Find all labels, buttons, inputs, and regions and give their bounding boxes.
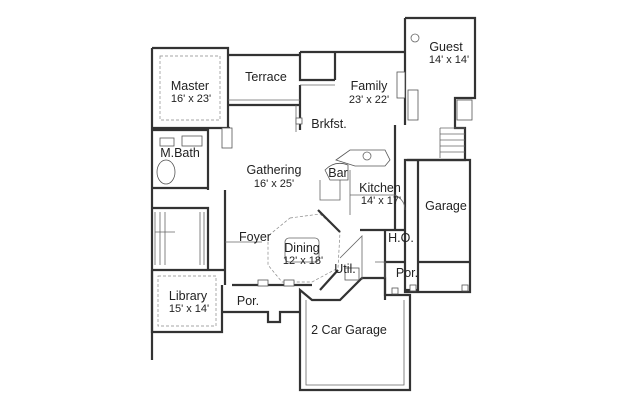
- kitchen-label: Kitchen: [359, 181, 401, 195]
- por-right-label: Por.: [396, 266, 418, 280]
- family-label: Family: [351, 79, 389, 93]
- exterior-walls: [150, 16, 477, 392]
- interior-details: [154, 33, 473, 386]
- por-left-label: Por.: [237, 294, 259, 308]
- kitchen-dims: 14' x 17': [361, 195, 401, 207]
- util-label: Util.: [334, 262, 356, 276]
- library-dims: 15' x 14': [169, 303, 209, 315]
- dining-label: Dining: [284, 241, 319, 255]
- gathering-dims: 16' x 25': [254, 178, 294, 190]
- room-labels: Guest 14' x 14' Master 16' x 23' Terrace…: [160, 40, 469, 337]
- master-label: Master: [171, 79, 209, 93]
- garage-label: Garage: [425, 199, 467, 213]
- family-dims: 23' x 22': [349, 94, 389, 106]
- brkfst-label: Brkfst.: [311, 117, 346, 131]
- bar-label: Bar: [328, 166, 347, 180]
- guest-label: Guest: [429, 40, 463, 54]
- library-label: Library: [169, 289, 208, 303]
- foyer-label: Foyer: [239, 230, 271, 244]
- terrace-label: Terrace: [245, 70, 287, 84]
- guest-dims: 14' x 14': [429, 54, 469, 66]
- master-dims: 16' x 23': [171, 93, 211, 105]
- car-garage-label: 2 Car Garage: [311, 323, 387, 337]
- mbath-label: M.Bath: [160, 146, 200, 160]
- gathering-label: Gathering: [247, 163, 302, 177]
- ho-label: H.O.: [388, 231, 414, 245]
- dining-dims: 12' x 18': [283, 255, 323, 267]
